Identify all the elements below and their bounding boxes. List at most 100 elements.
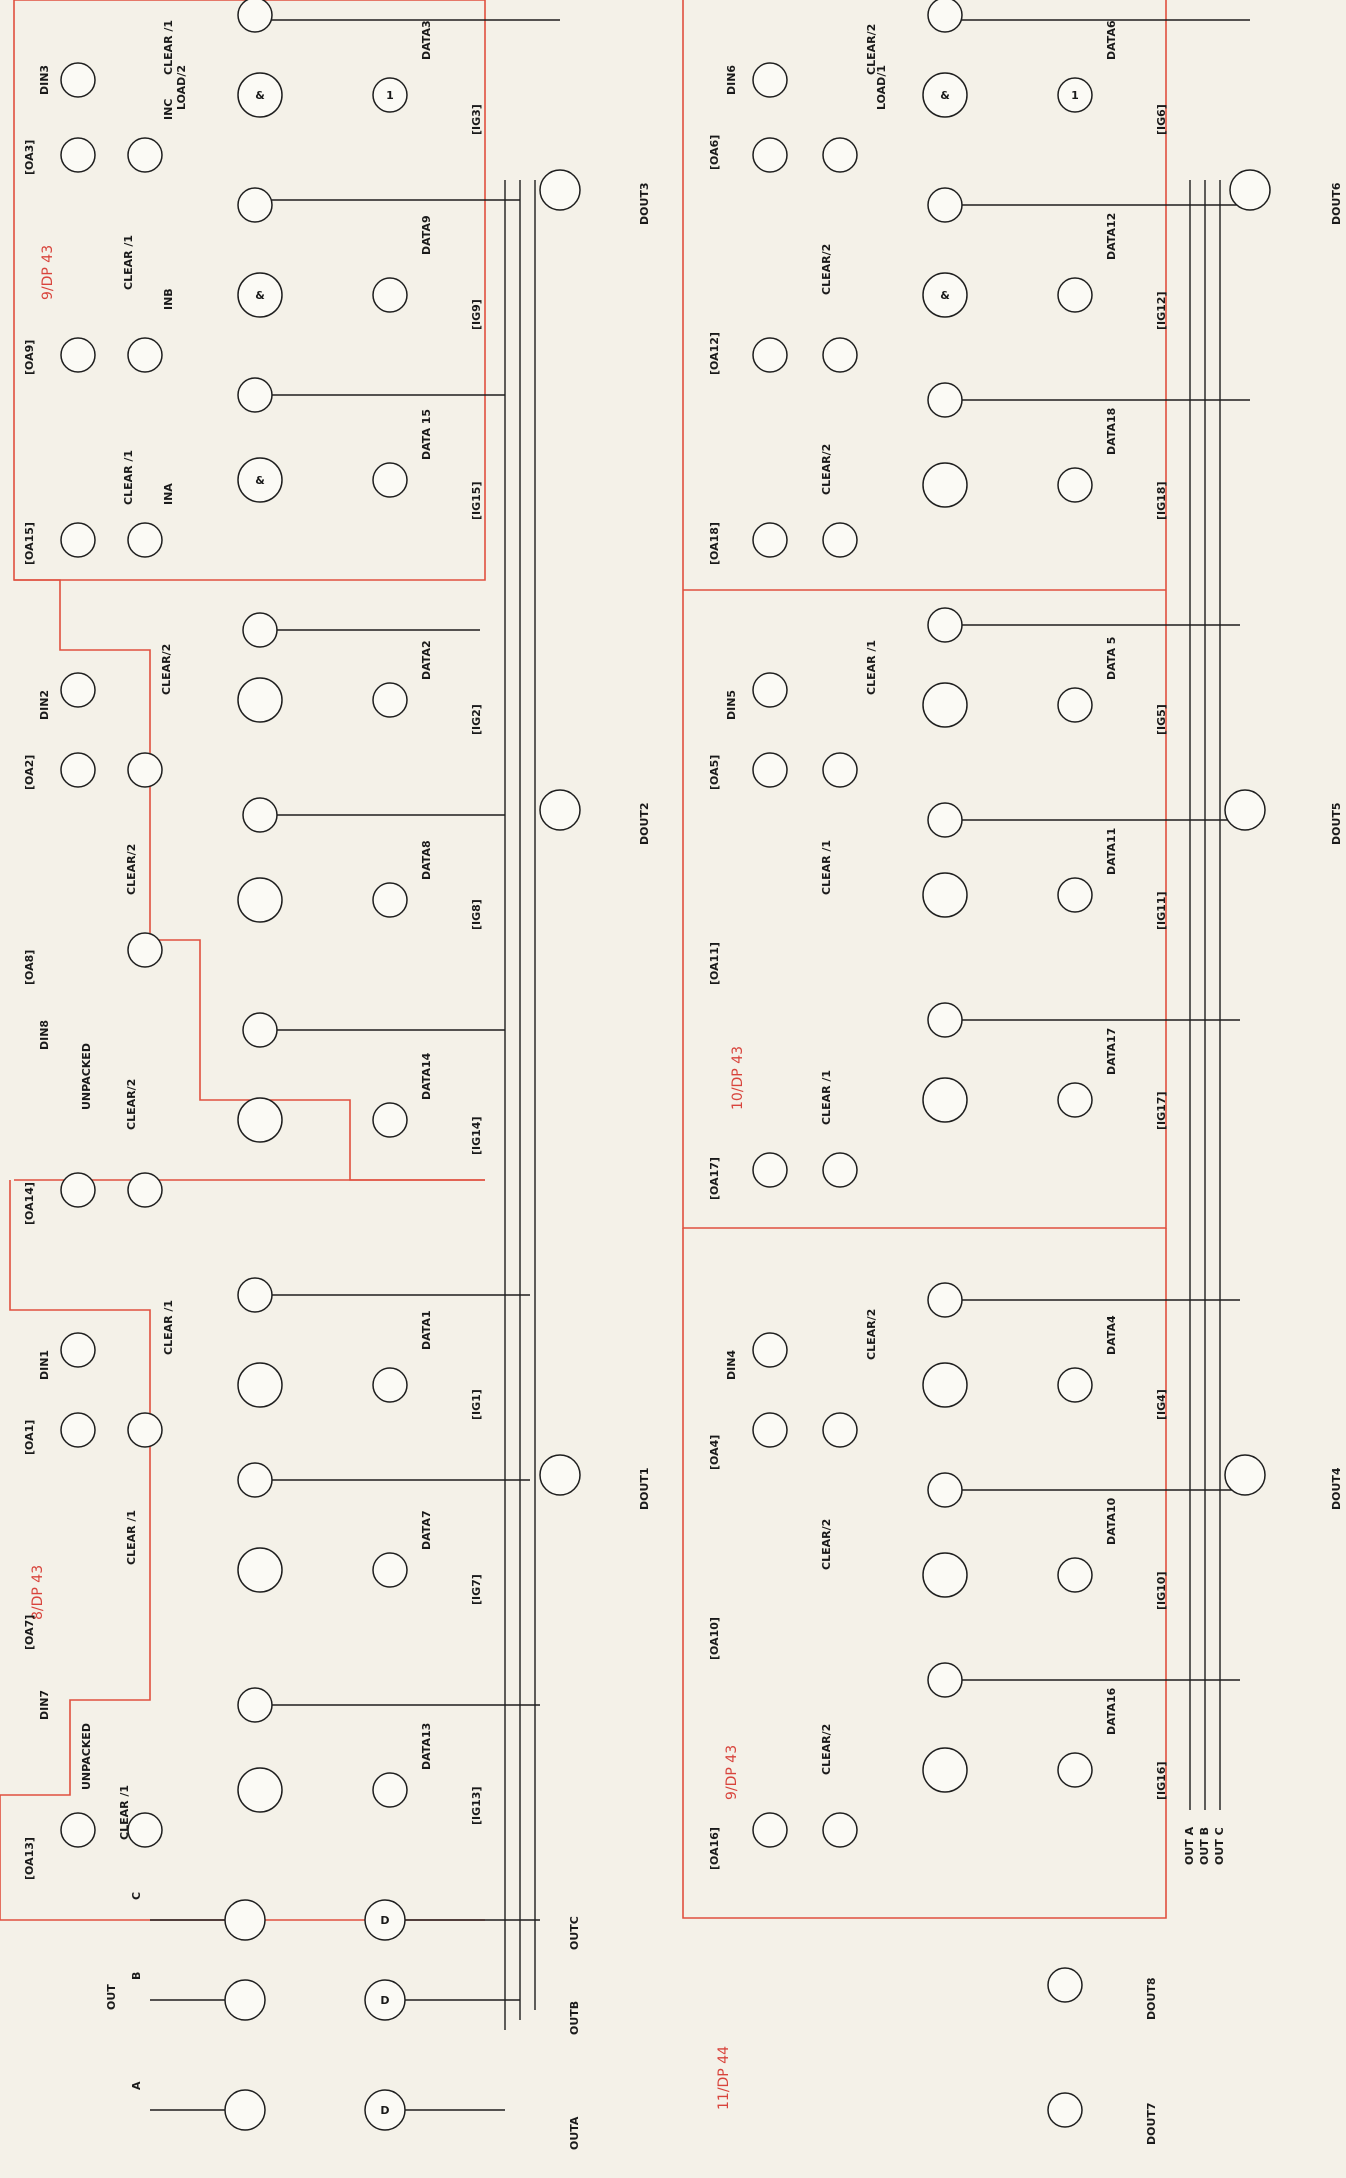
oa-label: [OA16] [708, 1827, 721, 1870]
and-gate [922, 682, 968, 728]
and-gate [237, 1097, 283, 1143]
data-label: DATA 15 [420, 409, 433, 460]
and-gate [927, 187, 963, 223]
and-gate [237, 1277, 273, 1313]
and-gate [927, 0, 963, 33]
clear-label: CLEAR/2 [820, 1519, 833, 1570]
data-label: DATA4 [1105, 1315, 1118, 1355]
oa-label: [OA3] [23, 140, 36, 175]
ig-label: [IG14] [470, 1117, 483, 1155]
buffer-gate [372, 1367, 408, 1403]
input-label: A [130, 2081, 143, 2090]
clear-label: CLEAR /1 [820, 840, 833, 895]
and-gate [927, 607, 963, 643]
clear-label: CLEAR /1 [125, 1510, 138, 1565]
ig-labels: [IG3] [IG9] [IG15] [IG2] [IG8] [IG14] [I… [470, 104, 1168, 1825]
out-bus-label: OUT B [1198, 1827, 1211, 1865]
inc-label: INC [162, 99, 175, 120]
output-label: OUTA [568, 2116, 581, 2150]
and-gate [242, 1012, 278, 1048]
and-gate [127, 1172, 163, 1208]
and-gate [922, 272, 968, 318]
ig-label: [IG9] [470, 299, 483, 330]
oa-label: [OA12] [708, 332, 721, 375]
data-label: DATA11 [1105, 828, 1118, 875]
inb-label: INB [162, 288, 175, 310]
and-gate [127, 137, 163, 173]
dout-label: DOUT6 [1330, 182, 1343, 225]
and-gate [927, 1282, 963, 1318]
dout-label: DOUT1 [638, 1467, 651, 1510]
oa-label: [OA11] [708, 942, 721, 985]
ig-label: [IG5] [1155, 704, 1168, 735]
boundary-right-top [682, 0, 1167, 1229]
din-label: DIN5 [725, 690, 738, 720]
ig-label: [IG8] [470, 899, 483, 930]
inverter-gate [752, 137, 788, 173]
inverter-gate [752, 1152, 788, 1188]
din-label: DIN3 [38, 65, 51, 95]
and-gate [822, 752, 858, 788]
input-label: OUT [105, 1984, 118, 2010]
din-label: DIN1 [38, 1350, 51, 1380]
buffer-gate [372, 682, 408, 718]
buffer-gate [1057, 467, 1093, 503]
and-gate [237, 877, 283, 923]
dout-labels: DOUT3 DOUT2 DOUT1 DOUT6 DOUT5 DOUT4 DOUT… [638, 182, 1343, 2145]
and-gate [242, 612, 278, 648]
and-gate [822, 137, 858, 173]
inverter-gate [752, 1412, 788, 1448]
clear-label: CLEAR /1 [162, 20, 175, 75]
and-gate [822, 1412, 858, 1448]
oa-label: [OA14] [23, 1182, 36, 1225]
data-label: DATA2 [420, 640, 433, 680]
input-label: C [130, 1892, 143, 1900]
data-label: DATA16 [1105, 1687, 1118, 1735]
din-label: DIN8 [38, 1020, 51, 1050]
inverter-gate [60, 337, 96, 373]
inverter-gate [60, 1412, 96, 1448]
gate-glyphs: & & & & & 1 1 D D D [255, 89, 1079, 2117]
gate-symbol: 1 [1071, 89, 1079, 102]
and-gate [922, 1552, 968, 1598]
ig-label: [IG13] [470, 1787, 483, 1825]
data-label: DATA9 [420, 215, 433, 255]
sheet-label: 9/DP 43 [724, 1745, 740, 1800]
unpacked-label: UNPACKED [80, 1723, 93, 1790]
and-gate [127, 337, 163, 373]
inverter-gate [60, 137, 96, 173]
and-gate [922, 1747, 968, 1793]
dout-label: DOUT4 [1330, 1467, 1343, 1510]
din-gate [752, 1332, 788, 1368]
oa-label: [OA6] [708, 135, 721, 170]
gate-group-left [60, 0, 408, 1848]
left-wires [260, 19, 560, 2030]
and-gate [922, 72, 968, 118]
and-gate [922, 462, 968, 508]
buffer-gate [372, 1772, 408, 1808]
gate-symbol: & [940, 89, 950, 102]
buffer-gate [1057, 687, 1093, 723]
and-gate [237, 187, 273, 223]
clear-label: CLEAR/2 [160, 644, 173, 695]
ig-label: [IG4] [1155, 1389, 1168, 1420]
din-gate [60, 1332, 96, 1368]
ina-label: INA [162, 483, 175, 505]
din-labels: DIN3 DIN2 DIN8 DIN1 DIN7 DIN6 DIN5 DIN4 [38, 65, 738, 1720]
clear-label: CLEAR /1 [162, 1300, 175, 1355]
data-label: DATA18 [1105, 408, 1118, 455]
ig-label: [IG2] [470, 704, 483, 735]
dout-label: DOUT7 [1145, 2102, 1158, 2145]
data-label: DATA14 [420, 1052, 433, 1100]
clear-label: CLEAR/2 [125, 1079, 138, 1130]
and-gate [822, 1152, 858, 1188]
sheet-label: 11/DP 44 [716, 2046, 732, 2110]
bottom-io-labels: OUTC OUTB OUTA C B OUT A [105, 1892, 581, 2150]
data-label: DATA17 [1105, 1028, 1118, 1075]
dout-label: DOUT5 [1330, 802, 1343, 845]
gate-symbol: D [380, 1994, 389, 2007]
boundary-left-top [13, 0, 486, 581]
clear-label: CLEAR/2 [865, 24, 878, 75]
clear-label: CLEAR /1 [122, 235, 135, 290]
